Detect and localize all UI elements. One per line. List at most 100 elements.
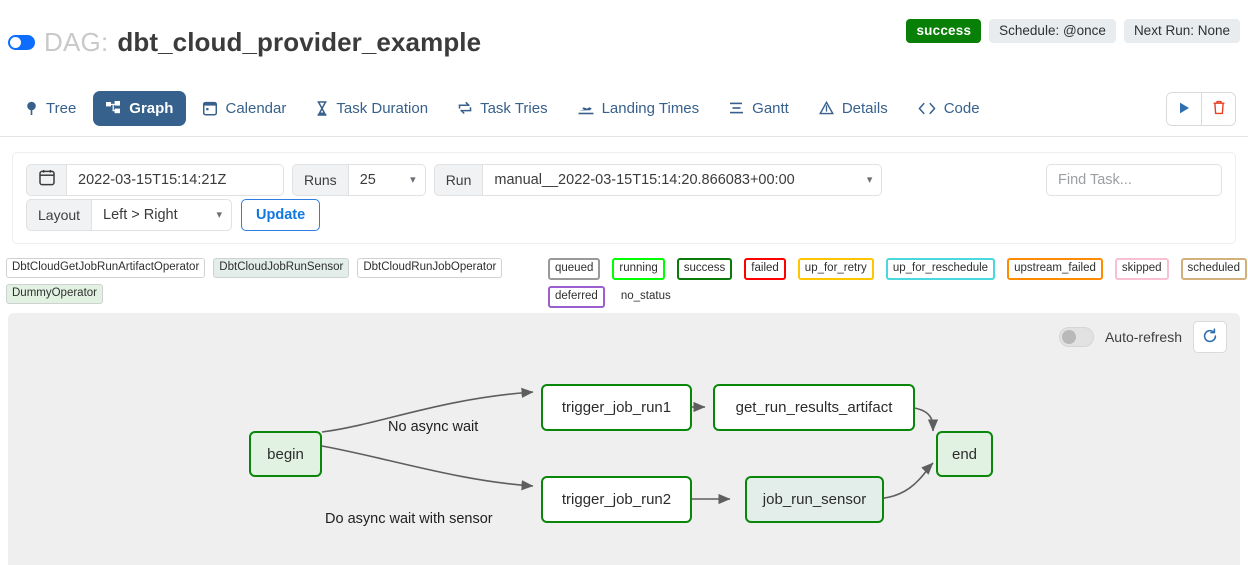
tab-code[interactable]: Code bbox=[905, 91, 993, 126]
auto-refresh-toggle[interactable] bbox=[1058, 327, 1094, 347]
status-chip-success[interactable]: success bbox=[676, 258, 733, 281]
retry-icon bbox=[458, 101, 472, 115]
play-icon bbox=[1177, 101, 1191, 118]
tab-label: Gantt bbox=[752, 99, 789, 117]
tab-landing-times[interactable]: Landing Times bbox=[565, 91, 713, 126]
tab-label: Tree bbox=[46, 99, 77, 117]
graph-canvas[interactable]: Auto-refresh begin bbox=[8, 313, 1240, 565]
chevron-down-icon: ▾ bbox=[866, 173, 873, 186]
tab-label: Calendar bbox=[225, 99, 287, 117]
status-chip-up-for-reschedule[interactable]: up_for_reschedule bbox=[885, 258, 996, 281]
run-select-value: manual__2022-03-15T15:14:20.866083+00:00 bbox=[494, 172, 795, 188]
dag-tab-bar: Tree Graph Calendar Task Duration bbox=[0, 80, 1248, 137]
tab-gantt[interactable]: Gantt bbox=[716, 91, 802, 126]
graph-node-end[interactable]: end bbox=[936, 431, 993, 477]
tab-label: Details bbox=[841, 99, 888, 117]
base-date-input[interactable]: 2022-03-15T15:14:21Z bbox=[66, 164, 284, 196]
edge-label-do-async-wait-with-sensor: Do async wait with sensor bbox=[325, 511, 493, 527]
node-label: trigger_job_run2 bbox=[561, 491, 672, 508]
tab-label: Task Tries bbox=[480, 99, 548, 117]
tab-details[interactable]: Details bbox=[806, 91, 901, 126]
triangle-alert-icon bbox=[818, 101, 834, 115]
status-chip-scheduled[interactable]: scheduled bbox=[1180, 258, 1247, 281]
operator-legend: DbtCloudGetJobRunArtifactOperator DbtClo… bbox=[6, 258, 536, 305]
tab-label: Landing Times bbox=[601, 99, 700, 117]
base-date-group: 2022-03-15T15:14:21Z bbox=[26, 164, 284, 196]
status-chip-no-status[interactable]: no_status bbox=[616, 286, 678, 309]
graph-edges bbox=[321, 387, 939, 505]
node-label: trigger_job_run1 bbox=[561, 399, 672, 416]
graph-icon bbox=[106, 101, 121, 115]
runs-select-value: 25 bbox=[359, 172, 376, 188]
node-label: job_run_sensor bbox=[762, 491, 867, 508]
tab-label: Code bbox=[943, 99, 980, 117]
trash-icon bbox=[1212, 100, 1226, 118]
schedule-badge: Schedule: @once bbox=[989, 19, 1116, 43]
tab-task-tries[interactable]: Task Tries bbox=[445, 91, 561, 126]
dag-pause-toggle[interactable] bbox=[8, 35, 35, 50]
hourglass-icon bbox=[316, 100, 328, 116]
status-chip-failed[interactable]: failed bbox=[744, 258, 786, 281]
calendar-icon bbox=[38, 169, 55, 191]
status-chip-skipped[interactable]: skipped bbox=[1114, 258, 1169, 281]
layout-group: Layout Left > Right ▾ bbox=[26, 199, 233, 231]
status-chip-up-for-retry[interactable]: up_for_retry bbox=[797, 258, 874, 281]
page-title: dbt_cloud_provider_example bbox=[117, 27, 482, 57]
graph-node-trigger-job-run2[interactable]: trigger_job_run2 bbox=[541, 476, 692, 523]
landing-plane-icon bbox=[578, 101, 594, 115]
status-legend: queued running success failed up_for_ret… bbox=[548, 258, 1248, 309]
auto-refresh-label: Auto-refresh bbox=[1104, 329, 1182, 345]
graph-node-get-run-results-artifact[interactable]: get_run_results_artifact bbox=[713, 384, 915, 431]
trigger-dag-button[interactable] bbox=[1167, 93, 1201, 125]
status-chip-deferred[interactable]: deferred bbox=[548, 286, 605, 309]
run-group: Run manual__2022-03-15T15:14:20.866083+0… bbox=[433, 164, 883, 196]
graph-node-job-run-sensor[interactable]: job_run_sensor bbox=[745, 476, 884, 523]
dag-run-toolbar: 2022-03-15T15:14:21Z Runs 25 ▾ Run manua… bbox=[12, 152, 1236, 244]
find-task-input[interactable]: Find Task... bbox=[1046, 164, 1222, 196]
header-badges: success Schedule: @once Next Run: None bbox=[906, 19, 1240, 43]
graph-node-begin[interactable]: begin bbox=[249, 431, 322, 477]
run-select[interactable]: manual__2022-03-15T15:14:20.866083+00:00… bbox=[482, 164, 883, 196]
operator-chip[interactable]: DbtCloudRunJobOperator bbox=[357, 258, 503, 279]
tree-icon bbox=[25, 101, 38, 116]
next-run-badge: Next Run: None bbox=[1123, 19, 1240, 43]
status-chip-running[interactable]: running bbox=[612, 258, 665, 281]
runs-select[interactable]: 25 ▾ bbox=[347, 164, 426, 196]
node-label: get_run_results_artifact bbox=[735, 399, 893, 416]
page-header: DAG: dbt_cloud_provider_example success … bbox=[0, 0, 1248, 72]
dag-title: DAG: dbt_cloud_provider_example bbox=[8, 27, 481, 58]
gantt-icon bbox=[729, 101, 744, 115]
graph-node-trigger-job-run1[interactable]: trigger_job_run1 bbox=[541, 384, 692, 431]
status-chip-queued[interactable]: queued bbox=[548, 258, 601, 281]
run-label: Run bbox=[433, 164, 483, 196]
tab-calendar[interactable]: Calendar bbox=[190, 91, 299, 126]
refresh-button[interactable] bbox=[1193, 321, 1227, 353]
status-badge: success bbox=[906, 19, 982, 43]
tab-label: Task Duration bbox=[336, 99, 429, 117]
tab-graph[interactable]: Graph bbox=[93, 90, 187, 126]
tab-task-duration[interactable]: Task Duration bbox=[303, 91, 441, 126]
runs-group: Runs 25 ▾ bbox=[292, 164, 426, 196]
code-brackets-icon bbox=[918, 102, 936, 115]
operator-chip[interactable]: DummyOperator bbox=[6, 284, 103, 305]
operator-chip[interactable]: DbtCloudJobRunSensor bbox=[213, 258, 350, 279]
layout-select-value: Left > Right bbox=[103, 207, 178, 223]
status-chip-upstream-failed[interactable]: upstream_failed bbox=[1007, 258, 1103, 281]
calendar-picker-button[interactable] bbox=[26, 164, 66, 196]
tab-tree[interactable]: Tree bbox=[12, 91, 89, 126]
update-button[interactable]: Update bbox=[241, 199, 321, 231]
node-label: end bbox=[951, 445, 978, 463]
layout-select[interactable]: Left > Right ▾ bbox=[91, 199, 233, 231]
runs-label: Runs bbox=[292, 164, 348, 196]
tab-label: Graph bbox=[129, 99, 174, 117]
chevron-down-icon: ▾ bbox=[216, 208, 223, 221]
operator-chip[interactable]: DbtCloudGetJobRunArtifactOperator bbox=[6, 258, 206, 279]
chevron-down-icon: ▾ bbox=[410, 173, 416, 186]
graph-refresh-controls: Auto-refresh bbox=[1058, 321, 1227, 353]
edge-label-no-async-wait: No async wait bbox=[388, 419, 479, 435]
node-label: begin bbox=[267, 445, 304, 463]
delete-dag-button[interactable] bbox=[1201, 93, 1235, 125]
dag-action-buttons bbox=[1166, 92, 1236, 126]
refresh-icon bbox=[1202, 327, 1218, 347]
